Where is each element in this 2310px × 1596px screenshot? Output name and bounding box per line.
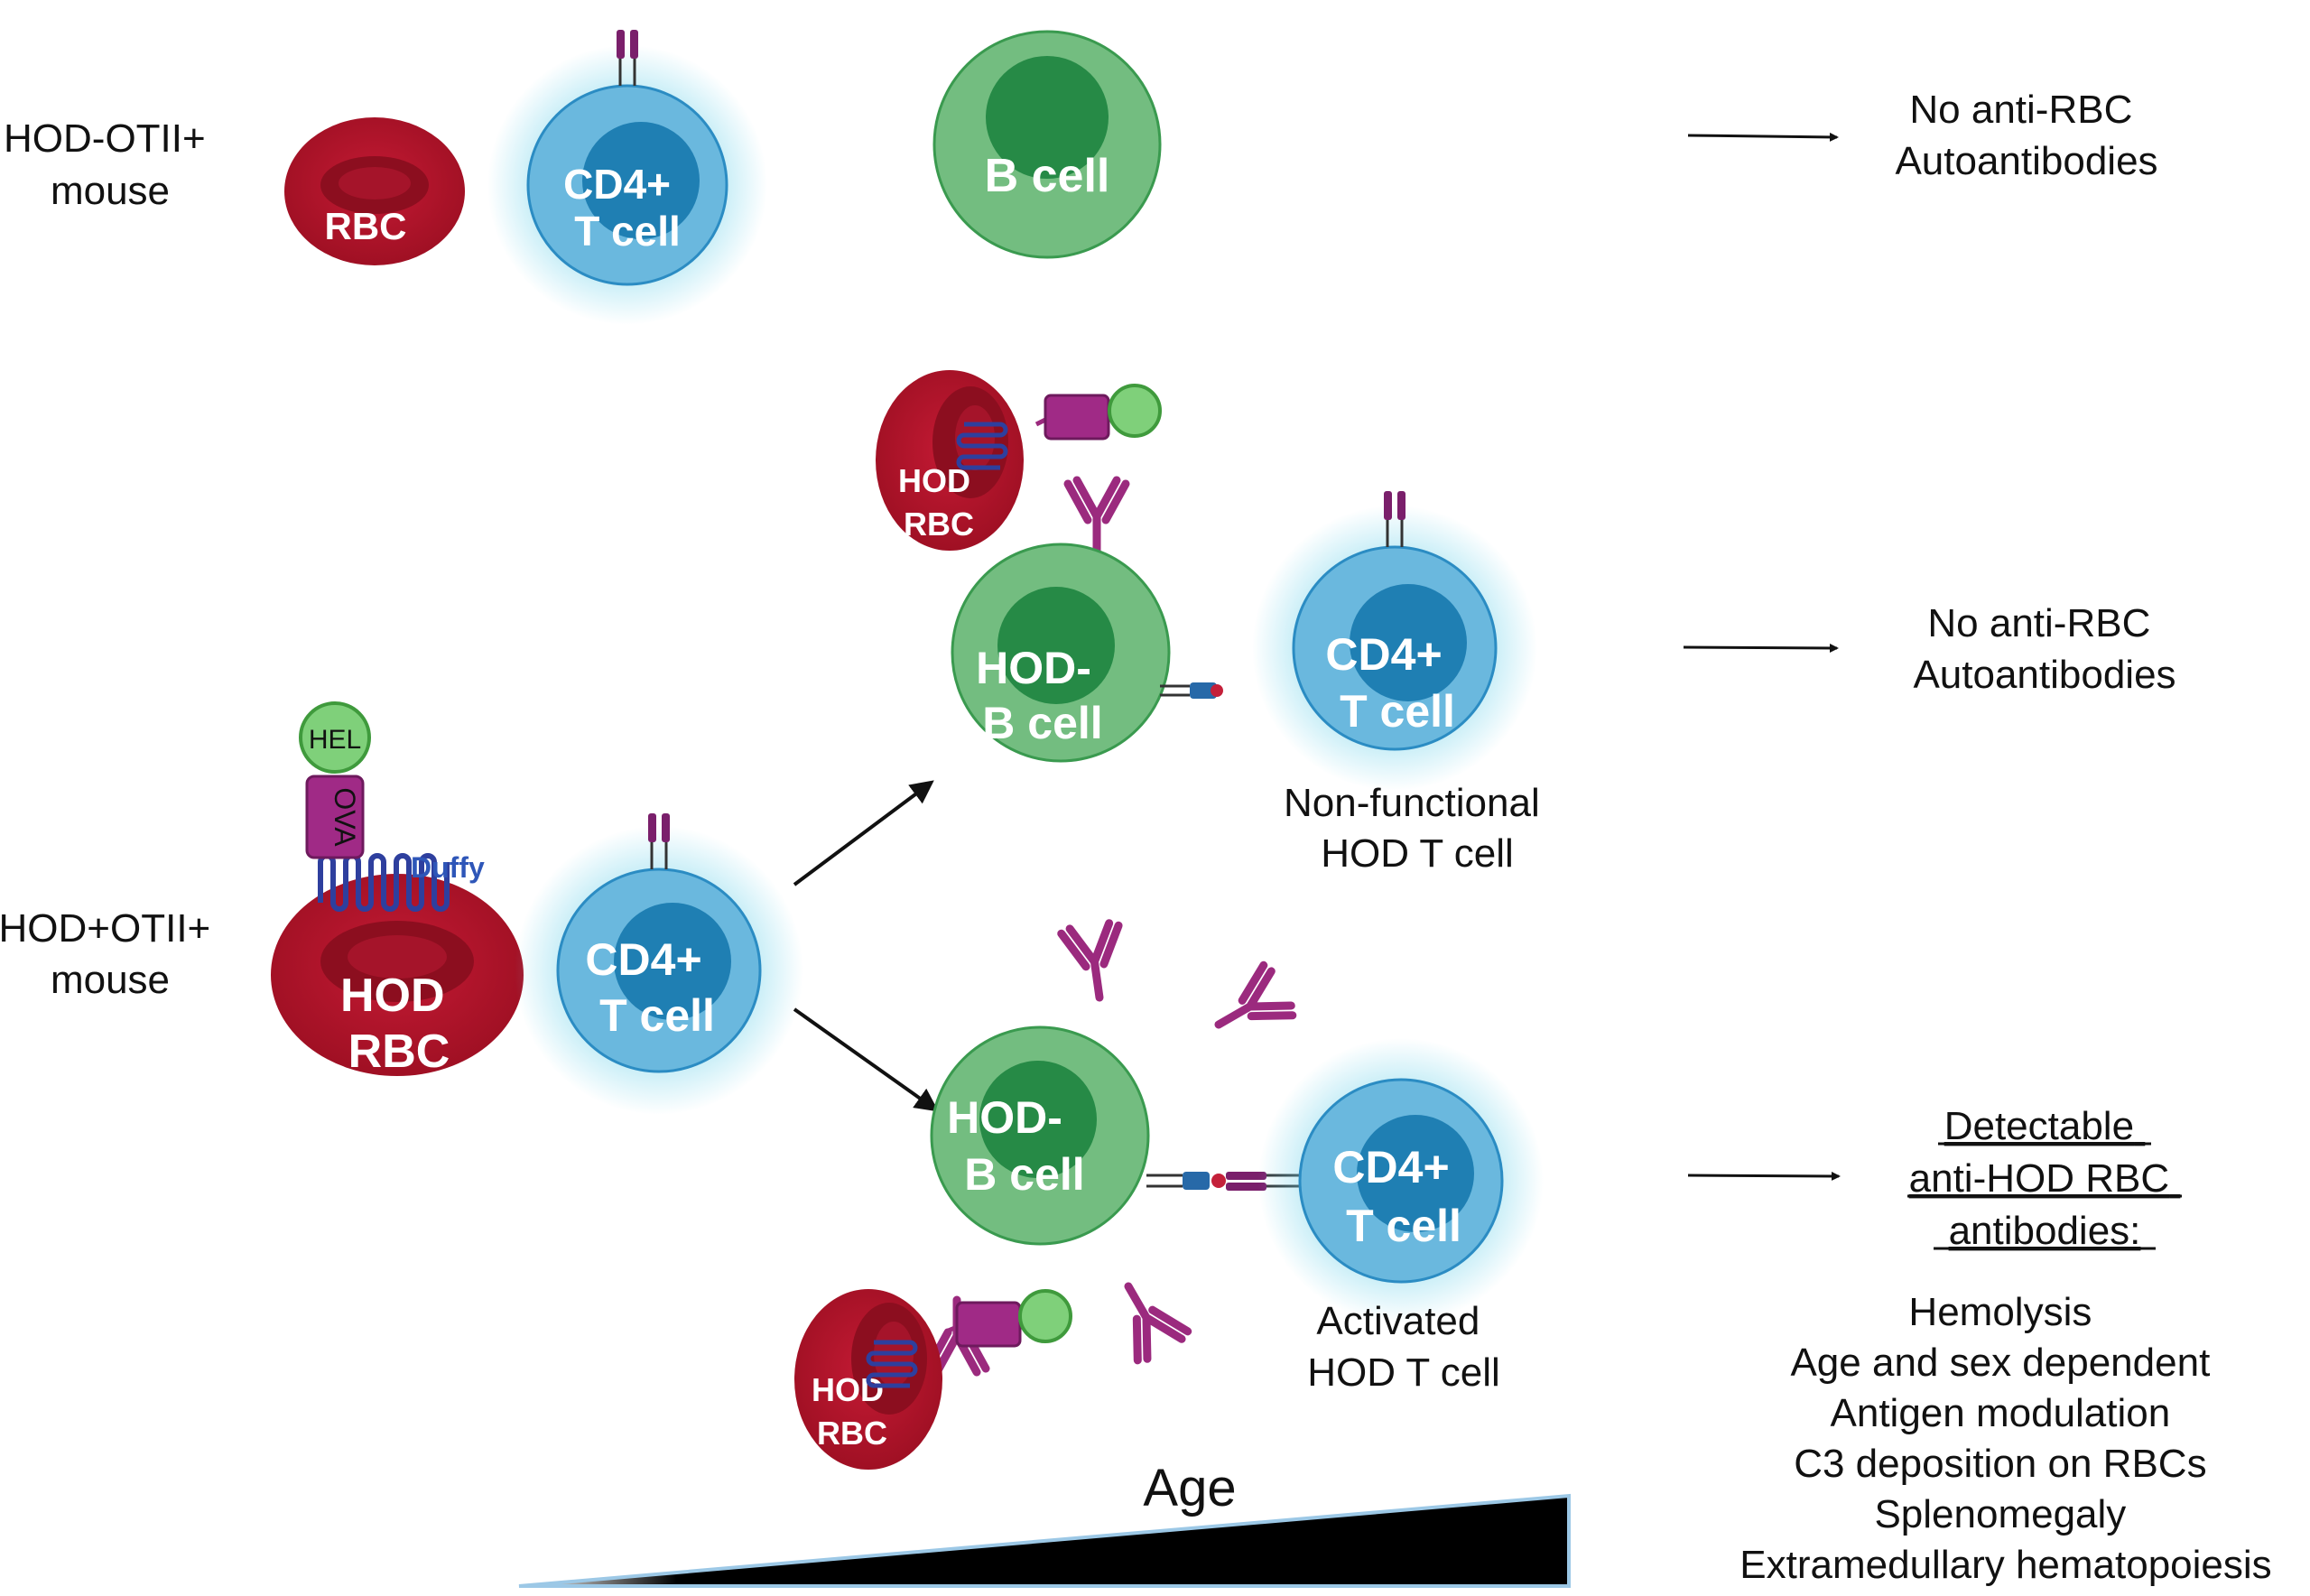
duffy-label: Duffy bbox=[411, 851, 485, 884]
tcell-label: CD4+ T cell bbox=[563, 161, 682, 255]
tcell-label: CD4+ T cell bbox=[1332, 1142, 1461, 1251]
hel-label: HEL bbox=[309, 725, 361, 755]
top-mouse-label: HOD-OTII+ mouse bbox=[4, 116, 217, 213]
rbc-top: RBC bbox=[284, 117, 465, 265]
ova-box: OVA bbox=[305, 775, 365, 859]
activated-caption: Activated HOD T cell bbox=[1307, 1299, 1500, 1395]
nonfunctional-tcell: CD4+ T cell bbox=[1252, 489, 1537, 791]
branch-arrow-activated bbox=[793, 1007, 939, 1112]
hod-rbc-label: HOD RBC bbox=[340, 970, 458, 1078]
activated-outcome-arrow bbox=[1687, 1171, 1841, 1181]
antibody bbox=[1061, 922, 1128, 1001]
tcell-label: CD4+ T cell bbox=[585, 934, 714, 1041]
hod-rbc-label: HOD RBC bbox=[898, 462, 979, 543]
antibody bbox=[1204, 963, 1295, 1049]
age-label: Age bbox=[1143, 1459, 1236, 1517]
age-indicator: Age bbox=[518, 1459, 1571, 1588]
bcell-top: B cell bbox=[932, 30, 1162, 259]
hod-rbc-main: HOD RBC bbox=[271, 874, 524, 1078]
duffy-protein: Duffy bbox=[318, 851, 485, 912]
rbc-label: RBC bbox=[325, 205, 407, 247]
nonfunctional-caption: Non-functional HOD T cell bbox=[1284, 781, 1551, 876]
antibody bbox=[1068, 480, 1126, 552]
cd4-tcell-top: CD4+ T cell bbox=[487, 28, 767, 325]
hel-bead bbox=[1108, 384, 1162, 438]
outcome-heading: Detectable anti-HOD RBC antibodies: bbox=[1909, 1104, 2181, 1253]
hod-rbc-lower: HOD RBC bbox=[794, 1289, 1072, 1470]
ova-box bbox=[955, 1301, 1022, 1348]
hod-bcell-lower: HOD- B cell bbox=[930, 1025, 1150, 1246]
age-wedge bbox=[518, 1493, 1571, 1588]
branch-arrow-nonfunctional bbox=[793, 780, 934, 886]
bcell-label: B cell bbox=[985, 150, 1110, 202]
top-outcome-arrow bbox=[1687, 132, 1839, 142]
outcome-list: Hemolysis Age and sex dependent Antigen … bbox=[1739, 1290, 2271, 1587]
hod-construct: Duffy OVA HEL bbox=[299, 701, 485, 912]
mhc-tcr-synapse bbox=[1146, 1172, 1302, 1191]
antibody bbox=[1103, 1272, 1189, 1363]
hod-bcell-label: HOD- B cell bbox=[976, 643, 1104, 748]
hod-rbc-label: HOD RBC bbox=[812, 1371, 893, 1452]
cd4-tcell-bottom: CD4+ T cell bbox=[515, 812, 803, 1115]
nonfunctional-outcome: No anti-RBC Autoantibodies bbox=[1913, 601, 2175, 697]
mouse-label-line: mouse bbox=[51, 169, 170, 213]
mouse-label-line: HOD-OTII+ bbox=[4, 116, 206, 161]
bottom-mouse-label: HOD+OTII+ mouse bbox=[0, 906, 221, 1002]
nonfunctional-outcome-arrow bbox=[1683, 643, 1839, 653]
activated-tcell: CD4+ T cell bbox=[1258, 1038, 1544, 1323]
hod-bcell-upper: HOD- B cell bbox=[951, 543, 1223, 763]
ova-label: OVA bbox=[329, 787, 361, 847]
ova-box bbox=[1044, 394, 1110, 441]
top-row: HOD-OTII+ mouse RBC CD4+ T cell B cell bbox=[4, 28, 2158, 325]
activated-branch: HOD- B cell CD4+ T cell bbox=[794, 922, 2272, 1587]
tcell-label: CD4+ T cell bbox=[1325, 629, 1454, 737]
hel-bead: HEL bbox=[299, 701, 371, 774]
hod-rbc-upper: HOD RBC bbox=[876, 370, 1162, 551]
hod-bcell-label: HOD- B cell bbox=[947, 1092, 1085, 1200]
activated-outcome: Detectable anti-HOD RBC antibodies: Hemo… bbox=[1739, 1104, 2271, 1587]
hel-bead bbox=[1018, 1289, 1072, 1343]
bottom-row: HOD+OTII+ mouse HOD RBC Duffy OVA bbox=[0, 701, 939, 1115]
mhc-complex bbox=[1160, 682, 1223, 699]
nonfunctional-branch: HOD RBC HOD- B cell bbox=[876, 370, 2176, 876]
top-outcome: No anti-RBC Autoantibodies bbox=[1895, 88, 2157, 183]
